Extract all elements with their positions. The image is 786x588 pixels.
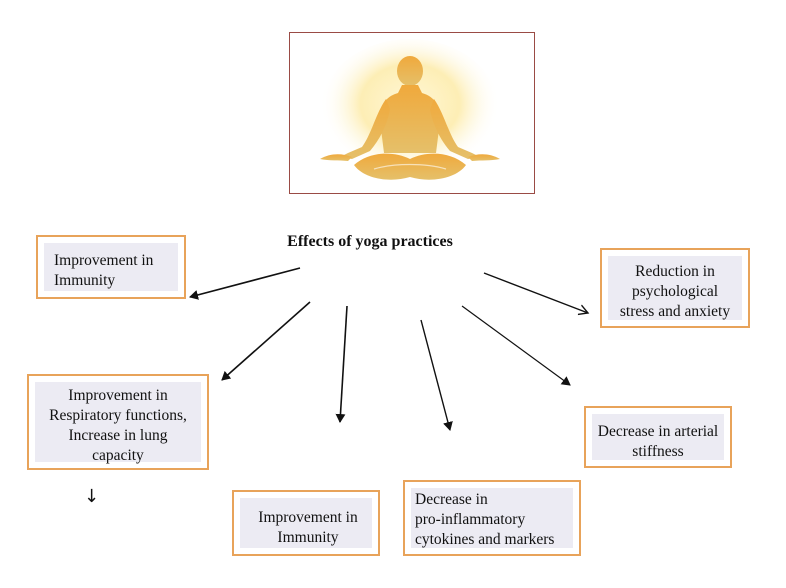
diagram-title: Effects of yoga practices — [287, 233, 453, 250]
arrow-to-inflammatory — [420, 319, 453, 431]
stray-down-arrow: ↓ — [84, 486, 100, 507]
box-inflammatory: Decrease in pro-inflammatory cytokines a… — [403, 480, 581, 556]
box-arterial: Decrease in arterial stiffness — [584, 406, 732, 468]
arrow-to-immunity-top — [189, 267, 301, 300]
box-stress: Reduction in psychological stress and an… — [600, 248, 750, 328]
arrow-to-stress — [483, 272, 588, 313]
box-respiratory-text: Improvement in Respiratory functions, In… — [49, 387, 187, 464]
box-inflammatory-text: Decrease in pro-inflammatory cytokines a… — [415, 491, 555, 548]
box-immunity-bottom: Improvement in Immunity — [232, 490, 380, 556]
arrow-to-respiratory — [221, 301, 311, 381]
box-immunity-top-text: Improvement in Immunity — [54, 252, 154, 289]
box-immunity-top: Improvement in Immunity — [36, 235, 186, 299]
box-respiratory: Improvement in Respiratory functions, In… — [27, 374, 209, 470]
arrow-to-immunity-bottom — [335, 305, 348, 423]
box-immunity-bottom-text: Improvement in Immunity — [258, 509, 358, 546]
meditation-image — [289, 32, 535, 194]
box-stress-text: Reduction in psychological stress and an… — [619, 263, 731, 320]
arrow-to-arterial — [461, 305, 571, 386]
meditating-figure-icon — [320, 39, 500, 183]
box-arterial-text: Decrease in arterial stiffness — [597, 423, 719, 460]
